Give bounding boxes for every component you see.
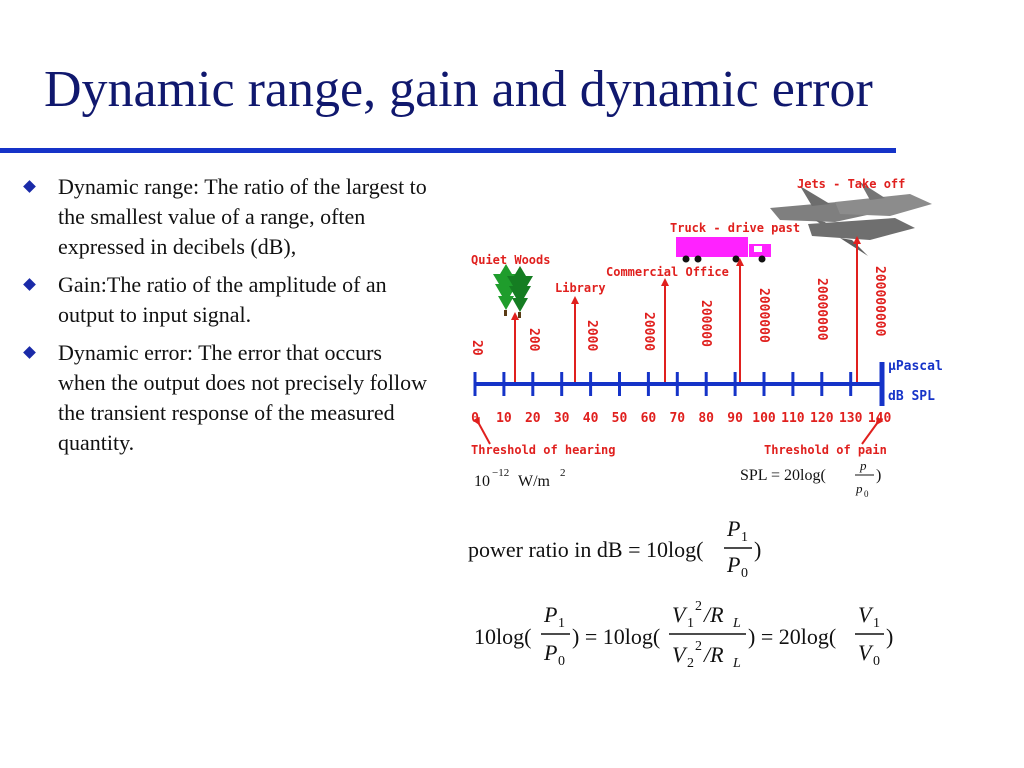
bullet-text: Gain:The ratio of the amplitude of an ou… <box>58 272 387 327</box>
db-tick-label-30: 30 <box>554 411 570 426</box>
spl-denominator-sub: 0 <box>864 489 869 499</box>
threshold-pain-arrow <box>861 416 884 445</box>
identity-r-den-sub: 0 <box>873 654 880 669</box>
bullet-list: Dynamic range: The ratio of the largest … <box>22 172 432 466</box>
power-ratio-numerator-sub: 1 <box>741 530 748 545</box>
db-tick-label-110: 110 <box>781 411 805 426</box>
identity-v-num-sup: 2 <box>695 599 702 614</box>
db-tick-label-20: 20 <box>525 411 541 426</box>
commercial-office-label: Commercial Office <box>606 265 729 279</box>
identity-v-num: V <box>672 602 688 627</box>
identity-v-num-div-sub: L <box>732 616 741 631</box>
pressure-label-20: 20 <box>469 340 484 356</box>
db-tick-label-50: 50 <box>612 411 628 426</box>
quiet-woods-trees-icon <box>493 264 533 318</box>
pressure-label-2000000: 2000000 <box>756 288 771 343</box>
identity-p-den: P <box>543 640 557 665</box>
identity-eq-2: ) = 20log( <box>748 624 836 649</box>
identity-v-den-div: /R <box>702 642 724 667</box>
identity-r-num: V <box>858 602 874 627</box>
sound-level-diagram: Jets - Take off Truck - drive past Quiet… <box>468 177 943 671</box>
power-ratio-equation: power ratio in dB = 10log( P 1 P 0 ) <box>468 516 761 581</box>
identity-term-1: 10log( <box>474 624 531 649</box>
identity-v-den-sub: 2 <box>687 656 694 671</box>
pressure-label-200: 200 <box>526 328 541 352</box>
identity-v-num-div: /R <box>702 602 724 627</box>
pressure-label-200000000: 200000000 <box>872 266 887 337</box>
title-divider <box>0 148 896 153</box>
identity-v-den-div-sub: L <box>732 656 741 671</box>
db-tick-label-140: 140 <box>868 411 892 426</box>
identity-eq-1: ) = 10log( <box>572 624 660 649</box>
identity-v-den-sup: 2 <box>695 639 702 654</box>
db-tick-label-70: 70 <box>669 411 685 426</box>
spl-lhs: SPL = 20log( <box>740 467 826 484</box>
spl-formula: SPL = 20log( p p 0 ) <box>740 458 881 499</box>
spl-denominator: p <box>855 481 863 496</box>
slide-title: Dynamic range, gain and dynamic error <box>44 61 873 118</box>
spl-numerator: p <box>859 458 867 473</box>
intensity-reference: 10 −12 W/m 2 <box>474 467 566 490</box>
identity-v-den: V <box>672 642 688 667</box>
diamond-bullet-icon <box>23 346 36 359</box>
identity-close: ) <box>886 624 893 649</box>
sound-level-figure: Jets - Take off Truck - drive past Quiet… <box>440 160 1024 680</box>
intensity-unit: W/m <box>518 473 551 490</box>
db-tick-label-90: 90 <box>727 411 743 426</box>
pressure-label-20000: 20000 <box>641 312 656 351</box>
db-tick-label-130: 130 <box>839 411 863 426</box>
db-tick-label-120: 120 <box>810 411 834 426</box>
db-tick-label-40: 40 <box>583 411 599 426</box>
diamond-bullet-icon <box>23 278 36 291</box>
identity-r-num-sub: 1 <box>873 616 880 631</box>
db-scale-ticks <box>473 372 853 396</box>
identity-p-num: P <box>543 602 557 627</box>
bullet-gain: Gain:The ratio of the amplitude of an ou… <box>22 270 432 330</box>
pressure-label-20000000: 20000000 <box>814 278 829 341</box>
power-ratio-denominator: P <box>726 552 740 577</box>
identity-r-den: V <box>858 640 874 665</box>
threshold-of-pain-label: Threshold of pain <box>764 443 887 457</box>
quiet-woods-label: Quiet Woods <box>471 253 550 267</box>
truck-icon <box>676 237 771 263</box>
intensity-exponent: −12 <box>492 467 509 479</box>
bullet-dynamic-error: Dynamic error: The error that occurs whe… <box>22 338 432 458</box>
bullet-dynamic-range: Dynamic range: The ratio of the largest … <box>22 172 432 262</box>
identity-p-num-sub: 1 <box>558 616 565 631</box>
threshold-hearing-arrow <box>472 416 491 445</box>
db-tick-label-60: 60 <box>641 411 657 426</box>
power-ratio-numerator: P <box>726 516 740 541</box>
threshold-of-hearing-label: Threshold of hearing <box>471 443 616 457</box>
power-ratio-rhs: ) <box>754 537 761 562</box>
power-ratio-lhs: power ratio in dB = 10log( <box>468 537 703 562</box>
intensity-base: 10 <box>474 473 490 490</box>
db-tick-label-10: 10 <box>496 411 512 426</box>
jets-icon <box>770 182 932 256</box>
db-identity-equation: 10log( P 1 P 0 ) = 10log( V 1 2 /R L V 2… <box>474 599 893 671</box>
db-tick-label-80: 80 <box>698 411 714 426</box>
jets-label: Jets - Take off <box>797 177 905 191</box>
power-ratio-denominator-sub: 0 <box>741 566 748 581</box>
diamond-bullet-icon <box>23 180 36 193</box>
db-spl-unit-label: dB SPL <box>888 389 935 404</box>
spl-rhs: ) <box>876 467 881 484</box>
bullet-text: Dynamic error: The error that occurs whe… <box>58 340 428 455</box>
library-label: Library <box>555 281 606 295</box>
pressure-label-2000: 2000 <box>584 320 599 351</box>
identity-p-den-sub: 0 <box>558 654 565 669</box>
bullet-text: Dynamic range: The ratio of the largest … <box>58 174 427 259</box>
pressure-label-200000: 200000 <box>698 300 713 347</box>
db-tick-label-100: 100 <box>752 411 776 426</box>
micropascal-unit-label: μPascal <box>888 359 943 374</box>
truck-label: Truck - drive past <box>670 221 800 235</box>
identity-v-num-sub: 1 <box>687 616 694 631</box>
intensity-unit-exponent: 2 <box>560 467 566 479</box>
